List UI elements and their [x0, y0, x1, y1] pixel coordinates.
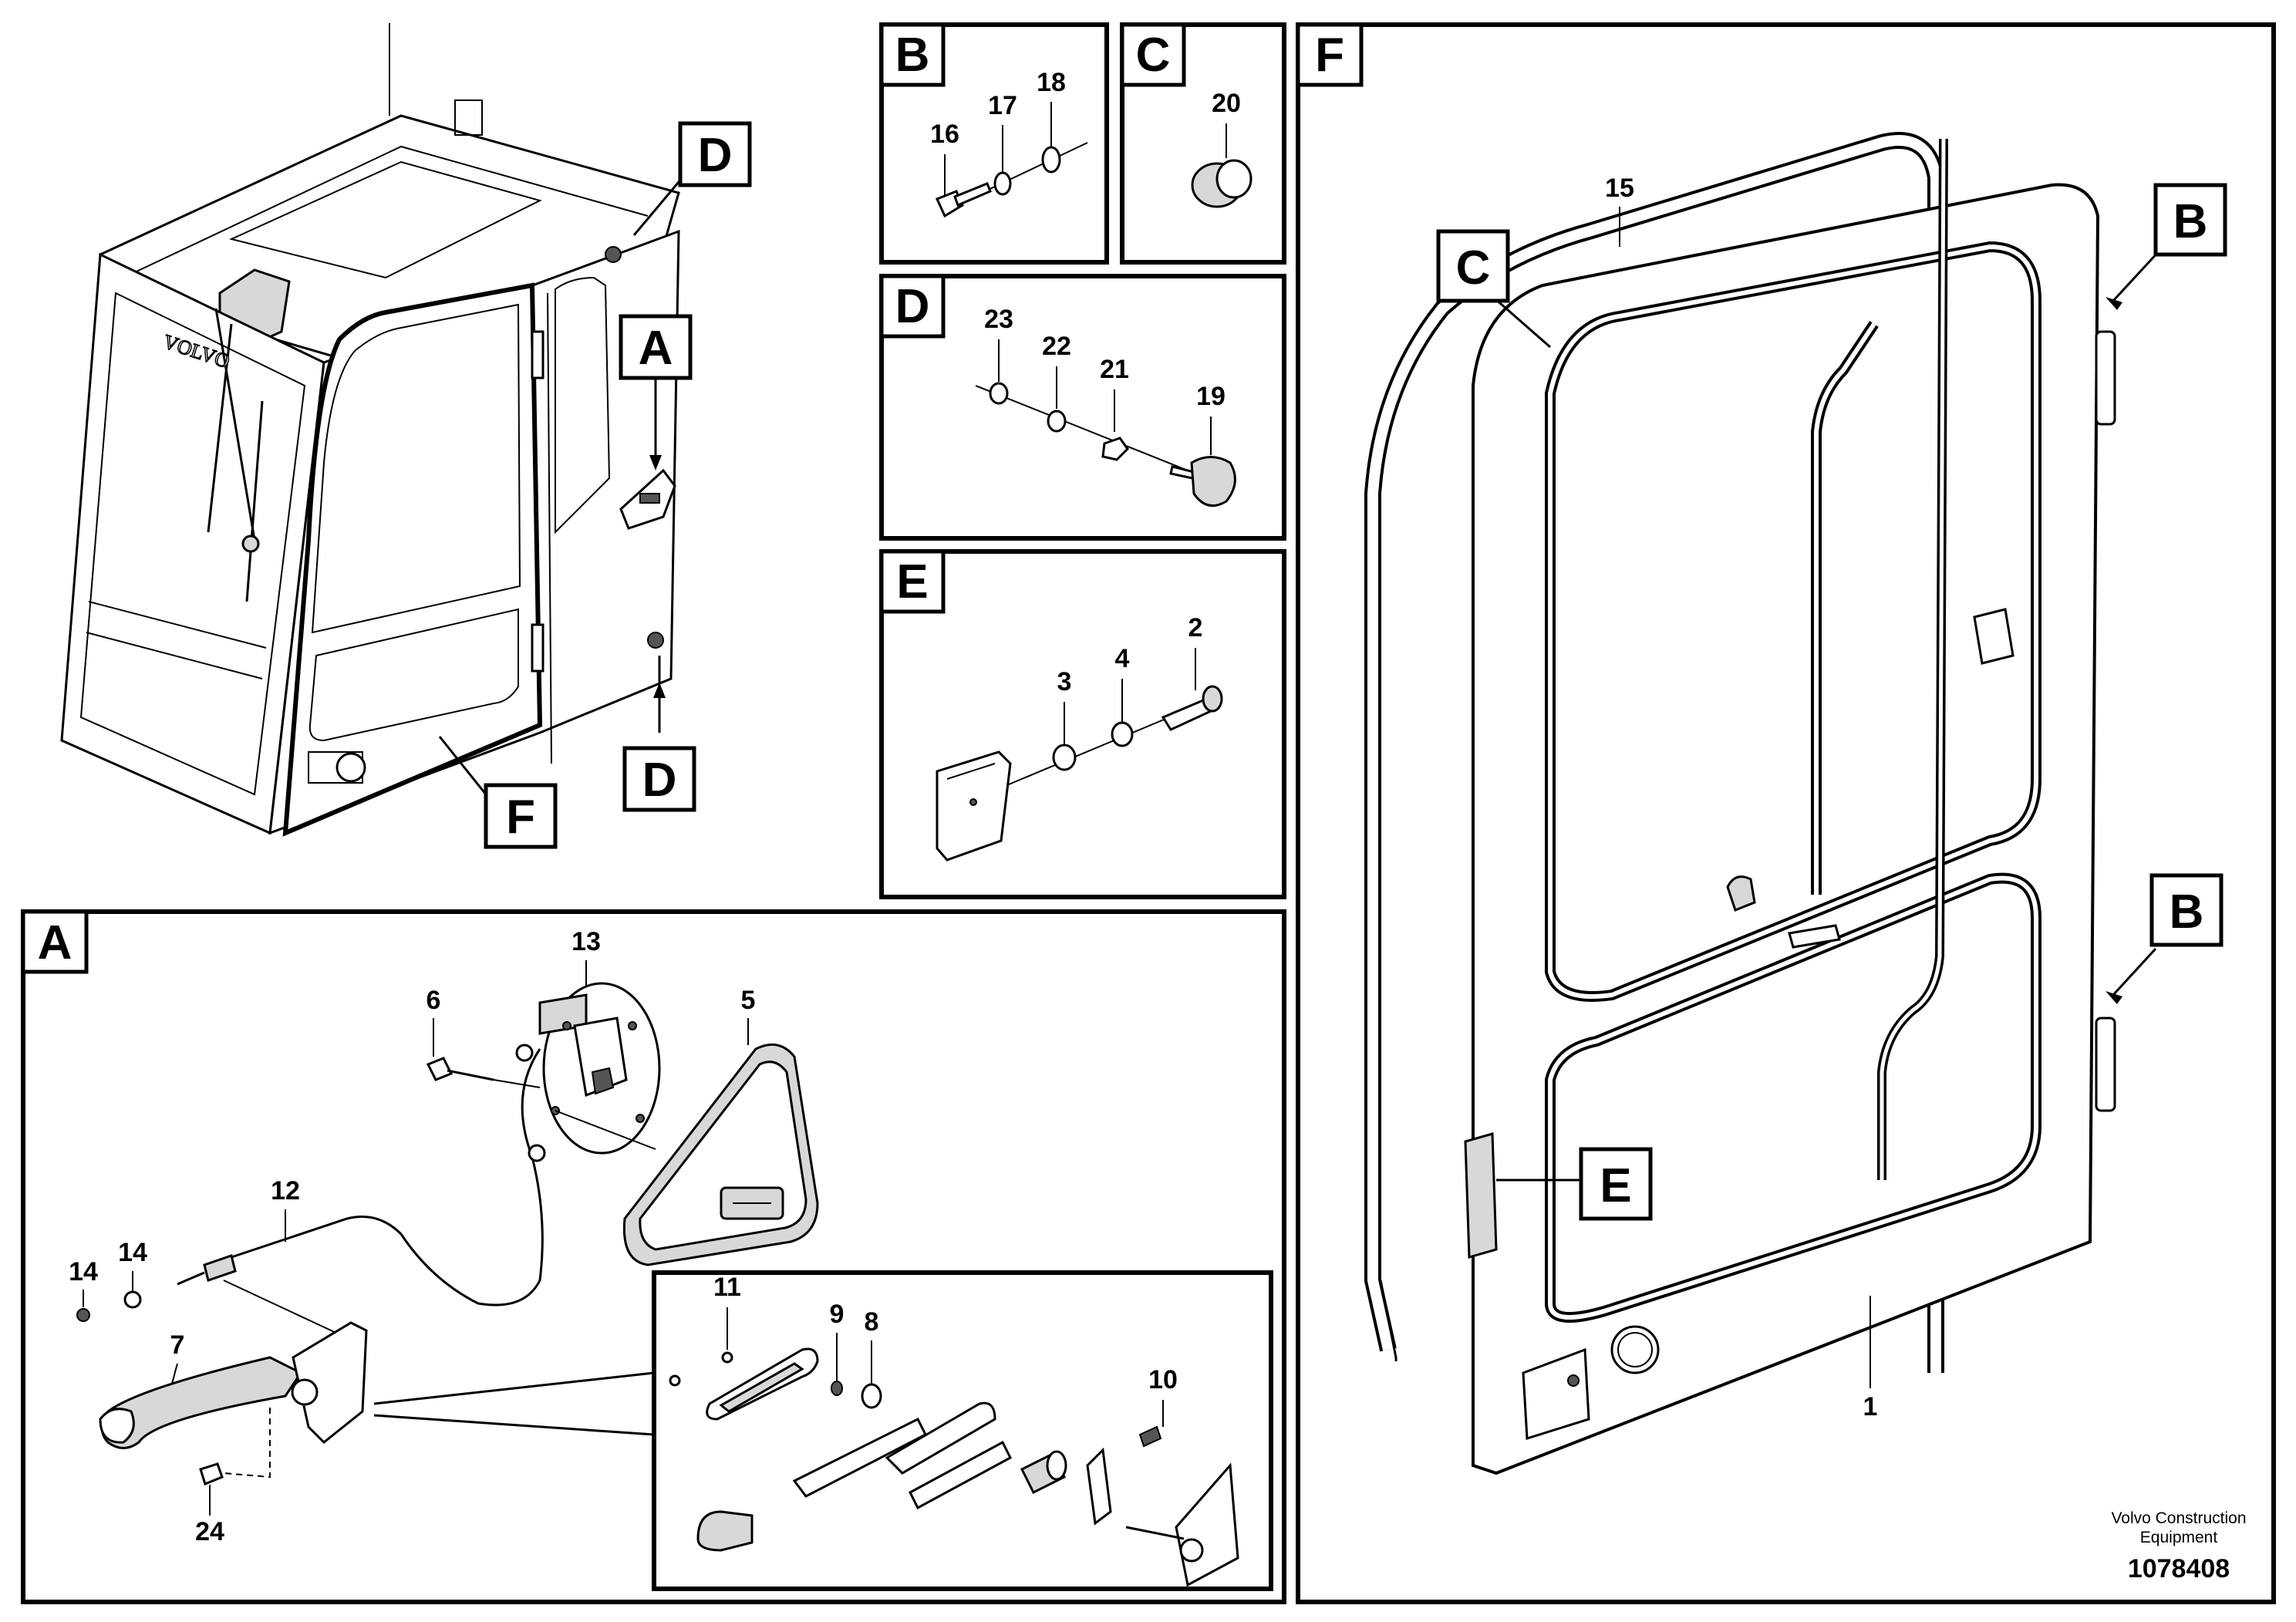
svg-text:Equipment: Equipment — [2140, 1529, 2218, 1546]
svg-text:4: 4 — [1115, 644, 1130, 673]
panel-d: D 23 22 21 19 — [879, 274, 1286, 541]
svg-text:11: 11 — [713, 1273, 741, 1302]
svg-text:17: 17 — [988, 91, 1017, 120]
panel-f: F 1 15 — [1296, 22, 2276, 1604]
door-callout-b-top: B — [2106, 183, 2227, 310]
svg-text:14: 14 — [69, 1257, 98, 1286]
svg-text:19: 19 — [1196, 382, 1226, 411]
svg-text:9: 9 — [830, 1300, 845, 1329]
svg-text:E: E — [896, 555, 928, 609]
svg-text:1078408: 1078408 — [2128, 1554, 2230, 1583]
svg-text:24: 24 — [195, 1517, 224, 1546]
door-callout-b-bottom: B — [2106, 873, 2224, 1004]
door-callout-c: C — [1436, 229, 1551, 349]
svg-text:7: 7 — [170, 1330, 185, 1360]
panel-c: C 20 — [1120, 22, 1286, 265]
svg-text:3: 3 — [1057, 667, 1072, 696]
svg-text:Volvo Construction: Volvo Construction — [2111, 1509, 2246, 1527]
svg-text:12: 12 — [271, 1176, 300, 1206]
panel-a: A 13 6 5 12 14 14 7 24 — [21, 909, 1286, 1604]
cab-overview: VOLVO — [60, 23, 680, 837]
svg-text:B: B — [2173, 195, 2208, 248]
svg-text:D: D — [642, 754, 677, 807]
svg-text:5: 5 — [741, 986, 756, 1015]
detail-inset: 11 9 8 10 — [652, 1270, 1273, 1591]
svg-text:B: B — [895, 29, 930, 82]
cab-callout-a: A — [619, 314, 693, 470]
svg-text:8: 8 — [865, 1307, 879, 1337]
svg-text:C: C — [1136, 29, 1171, 82]
cab-callout-f: F — [438, 736, 558, 849]
svg-text:A: A — [639, 322, 673, 375]
svg-text:21: 21 — [1100, 355, 1129, 384]
svg-text:F: F — [506, 791, 535, 844]
svg-text:B: B — [2170, 885, 2204, 939]
svg-text:2: 2 — [1188, 613, 1203, 642]
svg-text:E: E — [1600, 1159, 1631, 1212]
svg-text:10: 10 — [1148, 1365, 1178, 1394]
svg-text:23: 23 — [984, 305, 1013, 334]
svg-text:F: F — [1315, 29, 1344, 82]
svg-text:C: C — [1456, 241, 1491, 295]
svg-text:15: 15 — [1605, 174, 1634, 203]
svg-text:14: 14 — [118, 1238, 147, 1267]
cab-callout-d-top: D — [632, 121, 752, 236]
svg-text:1: 1 — [1863, 1392, 1878, 1421]
panel-b: B 16 17 18 — [879, 22, 1109, 265]
svg-text:22: 22 — [1042, 332, 1071, 361]
svg-text:18: 18 — [1037, 68, 1066, 97]
drawing-credit: Volvo Construction Equipment 1078408 — [2111, 1509, 2246, 1583]
svg-text:A: A — [38, 916, 72, 969]
svg-text:D: D — [698, 129, 733, 182]
svg-text:13: 13 — [571, 927, 601, 956]
svg-text:16: 16 — [930, 120, 959, 149]
svg-text:6: 6 — [426, 986, 441, 1015]
svg-text:20: 20 — [1212, 89, 1241, 118]
door-callout-e: E — [1496, 1147, 1653, 1221]
svg-text:D: D — [895, 280, 930, 333]
cab-callout-d-bottom: D — [622, 656, 696, 812]
panel-e: E 2 4 3 — [879, 549, 1286, 899]
